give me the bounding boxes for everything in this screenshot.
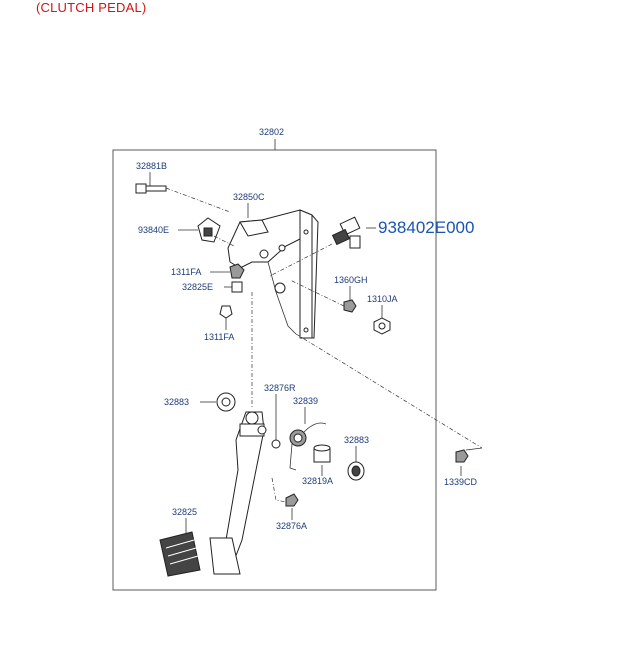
switch-93840E — [197, 217, 235, 247]
label-32850C: 32850C — [233, 192, 265, 202]
bushing-32883-left — [216, 392, 236, 412]
label-32883-right: 32883 — [344, 435, 369, 445]
label-1311FA-top: 1311FA — [171, 267, 201, 277]
label-1311FA-bottom: 1311FA — [204, 332, 234, 342]
label-32802: 32802 — [259, 127, 284, 137]
return-spring-32839 — [289, 422, 327, 471]
assembly-frame — [112, 149, 437, 591]
label-32825E: 32825E — [182, 282, 213, 292]
bushing-32883-right — [347, 461, 365, 481]
label-1360GH: 1360GH — [334, 275, 368, 285]
label-32881B: 32881B — [136, 161, 167, 171]
pedal-pad-32825 — [159, 531, 201, 577]
highlight-part-number[interactable]: 938402E000 — [378, 218, 474, 237]
collar-32819A — [313, 444, 331, 463]
label-32883-left: 32883 — [164, 397, 189, 407]
bushing-32825E — [231, 281, 243, 293]
label-32819A: 32819A — [302, 476, 333, 486]
label-32839: 32839 — [293, 396, 318, 406]
label-32876R: 32876R — [264, 383, 296, 393]
nut-1310JA — [373, 317, 391, 335]
label-32876A: 32876A — [276, 521, 307, 531]
nut-1360GH — [289, 279, 357, 313]
label-93840E: 93840E — [138, 225, 169, 235]
label-32825: 32825 — [172, 507, 197, 517]
pin-32876R — [271, 439, 281, 449]
clutch-linkage-rod — [267, 261, 483, 449]
nut-1311FA-bottom — [219, 305, 233, 319]
label-1310JA: 1310JA — [367, 294, 398, 304]
clutch-pedal-arm — [209, 411, 267, 575]
diagram-title: (CLUTCH PEDAL) — [36, 0, 147, 15]
nut-1339CD — [455, 447, 483, 463]
bolt-32881B — [135, 183, 231, 213]
pin-32876A — [271, 477, 299, 507]
pedal-bracket-32850C — [227, 209, 319, 339]
label-1339CD: 1339CD — [444, 477, 478, 487]
stop-lamp-switch-938402E000 — [269, 216, 361, 277]
nut-1311FA-top — [229, 263, 245, 279]
